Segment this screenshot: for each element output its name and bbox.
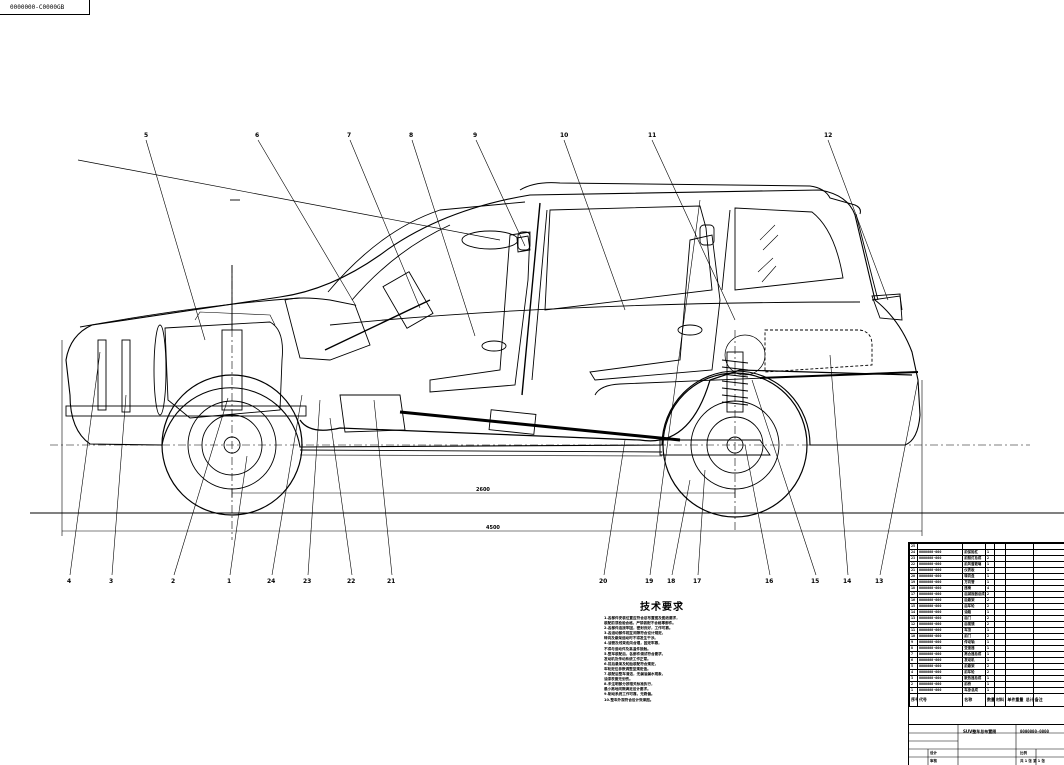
callout-18: 18 xyxy=(667,578,675,585)
belt-line xyxy=(330,302,860,325)
callout-22: 22 xyxy=(347,578,355,585)
callout-14: 14 xyxy=(843,578,851,585)
windshield xyxy=(328,202,525,292)
bottom-callouts: 4 3 2 1 24 23 22 21 20 19 18 17 16 15 14… xyxy=(67,578,883,585)
bom-cell: 后减振器总成 xyxy=(963,592,986,598)
callout-5: 5 xyxy=(144,132,148,139)
sheet-label: 共 1 张 第 1 张 xyxy=(1020,759,1045,764)
bom-header-cell: 备注 xyxy=(1033,694,1064,707)
rear-seat xyxy=(590,235,720,380)
bom-header-cell: 材料 xyxy=(995,694,1006,707)
rocker-line xyxy=(300,450,662,452)
long-projection-line xyxy=(78,160,500,240)
bom-header-cell: 名称 xyxy=(963,694,986,707)
title-block: SUV整车总布置图 0000000-0000 设计 审核 比例 共 1 张 第 … xyxy=(908,724,1064,765)
bottom-leader-lines xyxy=(70,200,918,575)
rear-axle-housing xyxy=(660,440,770,455)
technical-requirements-title: 技术要求 xyxy=(604,598,720,613)
callout-9: 9 xyxy=(473,132,477,139)
callout-4: 4 xyxy=(67,578,71,585)
radiator-core-1 xyxy=(98,340,106,410)
front-side-window xyxy=(545,206,712,310)
callout-1: 1 xyxy=(227,578,231,585)
tech-line: 10.整车外观符合设计效果图。 xyxy=(604,698,720,703)
radiator-core-2 xyxy=(122,340,130,412)
bom-header-cell: 单件重量 总计 xyxy=(1006,694,1033,707)
steering-column xyxy=(325,300,430,350)
bom-header-cell: 数量 xyxy=(985,694,994,707)
overall-length-dimension: 4500 xyxy=(486,525,500,531)
front-seat xyxy=(430,232,530,392)
vehicle-body-outline xyxy=(66,190,920,447)
checker-label: 审核 xyxy=(930,759,937,764)
callout-23: 23 xyxy=(303,578,311,585)
fan xyxy=(154,325,166,415)
callout-10: 10 xyxy=(560,132,568,139)
engine-block xyxy=(165,322,283,418)
callout-15: 15 xyxy=(811,578,819,585)
bom-header-cell: 代号 xyxy=(917,694,962,707)
callout-2: 2 xyxy=(171,578,175,585)
callout-19: 19 xyxy=(645,578,653,585)
rear-door-handle xyxy=(678,325,702,335)
dashboard xyxy=(285,298,370,360)
rear-side-window xyxy=(735,208,843,290)
bom-header-cell: 序号 xyxy=(910,694,918,707)
wheelbase-dimension: 2600 xyxy=(476,487,490,493)
b-pillar xyxy=(532,210,547,380)
callout-16: 16 xyxy=(765,578,773,585)
hood-line xyxy=(80,298,300,327)
callout-3: 3 xyxy=(109,578,113,585)
callout-7: 7 xyxy=(347,132,351,139)
callout-21: 21 xyxy=(387,578,395,585)
drawing-number: 0000000-0000 xyxy=(1020,729,1049,734)
callout-20: 20 xyxy=(599,578,607,585)
fuel-tank xyxy=(765,330,872,372)
c-pillar xyxy=(722,210,730,290)
callout-11: 11 xyxy=(648,132,656,139)
callout-12: 12 xyxy=(824,132,832,139)
callout-17: 17 xyxy=(693,578,701,585)
scale-label: 比例 xyxy=(1020,751,1027,756)
front-door-handle xyxy=(482,341,506,351)
part-name: SUV整车总布置图 xyxy=(963,729,996,735)
callout-24: 24 xyxy=(267,578,275,585)
exhaust-pipe xyxy=(300,370,912,441)
designer-label: 设计 xyxy=(930,751,937,756)
transmission xyxy=(340,395,405,432)
callout-6: 6 xyxy=(255,132,259,139)
technical-requirements: 技术要求 1.各部件安装位置应符合总布置图及图纸要求， 装配前须检验合格，严禁装… xyxy=(604,598,720,703)
callout-13: 13 xyxy=(875,578,883,585)
top-callouts: 5 6 7 8 9 10 11 12 xyxy=(144,132,832,139)
rear-spring-mount xyxy=(725,335,765,375)
callout-8: 8 xyxy=(409,132,413,139)
